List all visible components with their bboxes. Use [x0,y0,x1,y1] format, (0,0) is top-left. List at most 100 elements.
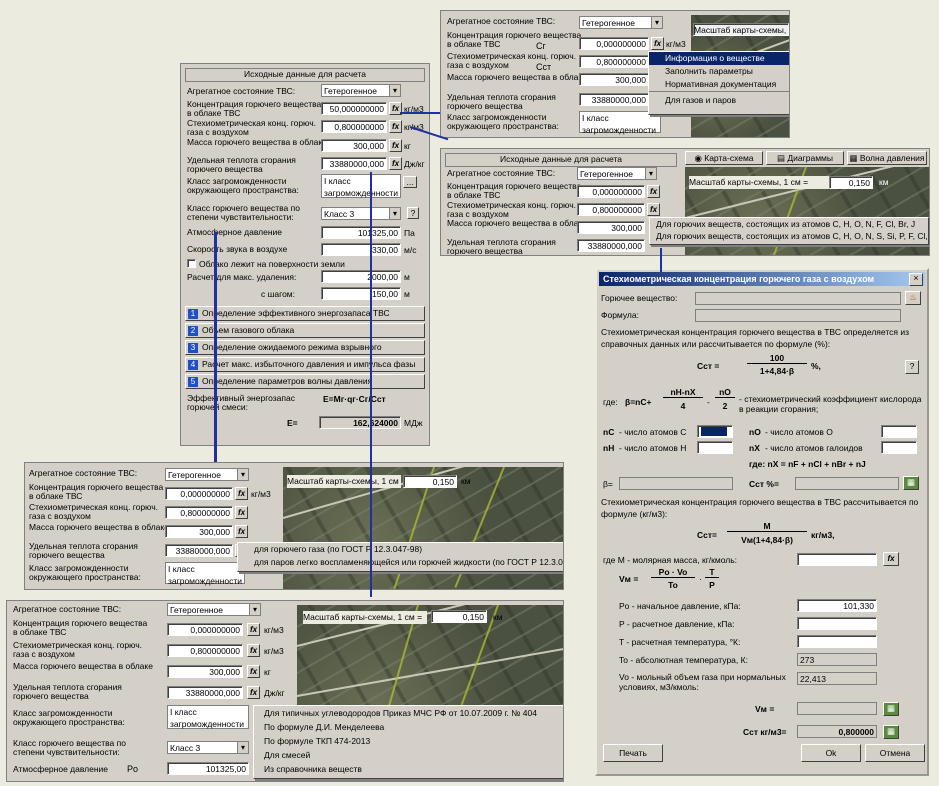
press-input[interactable]: 101325,00 [321,226,401,239]
max-input[interactable]: 2000,00 [321,270,401,283]
fx-button[interactable]: fx [647,185,660,198]
nc-input[interactable] [697,425,733,438]
conc-input[interactable]: 50,000000000 [321,102,387,115]
po-input[interactable]: 101,330 [797,599,877,612]
aggregate-select[interactable]: Гетерогенное [167,603,261,616]
calculator-icon[interactable]: ▦ [883,702,899,716]
menu-item-fill[interactable]: Заполнить параметры [665,66,753,76]
menu-item-info[interactable]: Информация о веществе [649,52,789,65]
calculator-icon[interactable]: ▦ [903,476,919,490]
fx-button[interactable]: fx [235,506,248,519]
mass-input[interactable]: 300,000 [579,73,649,86]
beta-minus: - [707,397,710,407]
print-button[interactable]: Печать [603,744,663,762]
fx-button[interactable]: fx [651,37,664,50]
fx-button[interactable]: fx [247,665,260,678]
clutter-field[interactable]: I класс загроможденности [167,705,249,729]
menu-item-atoms-full[interactable]: Для горючих веществ, состоящих из атомов… [656,231,930,241]
mass-input[interactable]: 300,000 [577,221,645,234]
menu-item-mixtures[interactable]: Для смесей [264,750,311,760]
dots-button[interactable]: ... [403,176,417,188]
p-label: P - расчетное давление, кПа: [619,619,735,629]
fx-button[interactable]: fx [235,487,248,500]
mass-input[interactable]: 300,000 [167,665,243,678]
stoich-input[interactable]: 0,800000000 [167,644,243,657]
close-icon[interactable]: × [909,273,923,286]
fx-button[interactable]: fx [247,623,260,636]
help-icon[interactable]: ? [407,207,419,219]
conc-input[interactable]: 0,000000000 [167,623,243,636]
menu-item-mendeleev[interactable]: По формуле Д.И. Менделеева [264,722,385,732]
conc-input[interactable]: 0,000000000 [577,185,645,198]
cancel-button[interactable]: Отмена [865,744,925,762]
heat-input[interactable]: 33880000,000 [165,544,233,557]
no-input[interactable] [881,425,917,438]
heat-input[interactable]: 33880000,000 [577,239,645,252]
menu-item-docs[interactable]: Нормативная документация [665,79,777,89]
fx-button[interactable]: fx [389,102,402,115]
fuel-input[interactable] [695,292,901,305]
m-input[interactable] [797,553,877,566]
clutter-field[interactable]: I класс загроможденности [165,562,245,586]
fx-button[interactable]: fx [389,157,402,170]
heat-input[interactable]: 33880000,000 [579,93,649,106]
aggregate-select[interactable]: Гетерогенное [579,16,663,29]
map-scale-input[interactable]: 0,150 [403,475,457,488]
fx-button[interactable]: fx [883,552,899,566]
map-scale-input[interactable]: 0,150 [829,176,873,189]
menu-item-mchs[interactable]: Для типичных углеводородов Приказ МЧС РФ… [264,708,537,718]
surface-checkbox[interactable] [187,259,196,268]
aggregate-select[interactable]: Гетерогенное [577,167,657,180]
ok-button[interactable]: Ok [801,744,861,762]
nx-input[interactable] [881,441,917,454]
tab-map[interactable]: ◉ Карта-схема [685,151,763,165]
fx-button[interactable]: fx [389,139,402,152]
fx-button[interactable]: fx [389,120,402,133]
fx-button[interactable]: fx [647,203,660,216]
panel-top-right-snippet: Масштаб карты-схемы, 1 см = Агрегатное с… [440,10,790,138]
calculator-icon[interactable]: ▦ [883,725,899,739]
cst-kg-label: Cст кг/м3= [743,727,787,737]
fx-button[interactable]: fx [247,644,260,657]
p-input[interactable] [797,617,877,630]
press-input[interactable]: 101325,00 [167,762,249,775]
heat-input[interactable]: 33880000,000 [321,157,387,170]
map-scale-input[interactable]: 0,150 [431,610,487,623]
menu-item-vapor-gost[interactable]: для паров легко воспламеняющейся или гор… [254,557,564,567]
menu-item-gas-gost[interactable]: для горючего газа (по ГОСТ Р 12.3.047-98… [254,544,423,554]
menu-item-tkp[interactable]: По формуле ТКП 474-2013 [264,736,371,746]
clutter-field[interactable]: I класс загроможденности [579,111,661,135]
fx-button[interactable]: fx [235,525,248,538]
flame-icon[interactable]: ♨ [905,291,921,305]
help-icon[interactable]: ? [905,360,919,374]
menu-item-reference[interactable]: Из справочника веществ [264,764,362,774]
t-input[interactable] [797,635,877,648]
mass-input[interactable]: 300,000 [165,525,233,538]
fx-button[interactable]: fx [247,686,260,699]
heat-input[interactable]: 33880000,000 [167,686,243,699]
step-button-4[interactable]: 4Расчет макс. избыточного давления и имп… [185,357,425,381]
nh-input[interactable] [697,441,733,454]
sens-select[interactable]: Класс 3 [321,207,401,220]
menu-item-gases[interactable]: Для газов и паров [649,91,789,108]
aggregate-select[interactable]: Гетерогенное [321,84,401,97]
menu-item-atoms-chonfclbrj[interactable]: Для горючих веществ, состоящих из атомов… [656,219,916,229]
conc-input[interactable]: 0,000000000 [165,487,233,500]
tab-diagrams[interactable]: ▤ Диаграммы [766,151,844,165]
step-input[interactable]: 150,00 [321,287,401,300]
mass-input[interactable]: 300,000 [321,139,387,152]
conc-input[interactable]: 0,000000000 [579,37,649,50]
clutter-field[interactable]: I класс загроможденности [321,174,401,198]
stoich-input[interactable]: 0,800000000 [165,506,233,519]
stoich-input[interactable]: 0,800000000 [577,203,645,216]
tab-pressure-wave[interactable]: ▦ Волна давления [847,151,927,165]
stoich-input[interactable]: 0,800000000 [579,55,649,68]
aggregate-select[interactable]: Гетерогенное [165,468,249,481]
sound-input[interactable]: 330,00 [321,243,401,256]
sens-select[interactable]: Класс 3 [167,741,249,754]
stoich-input[interactable]: 0,800000000 [321,120,387,133]
